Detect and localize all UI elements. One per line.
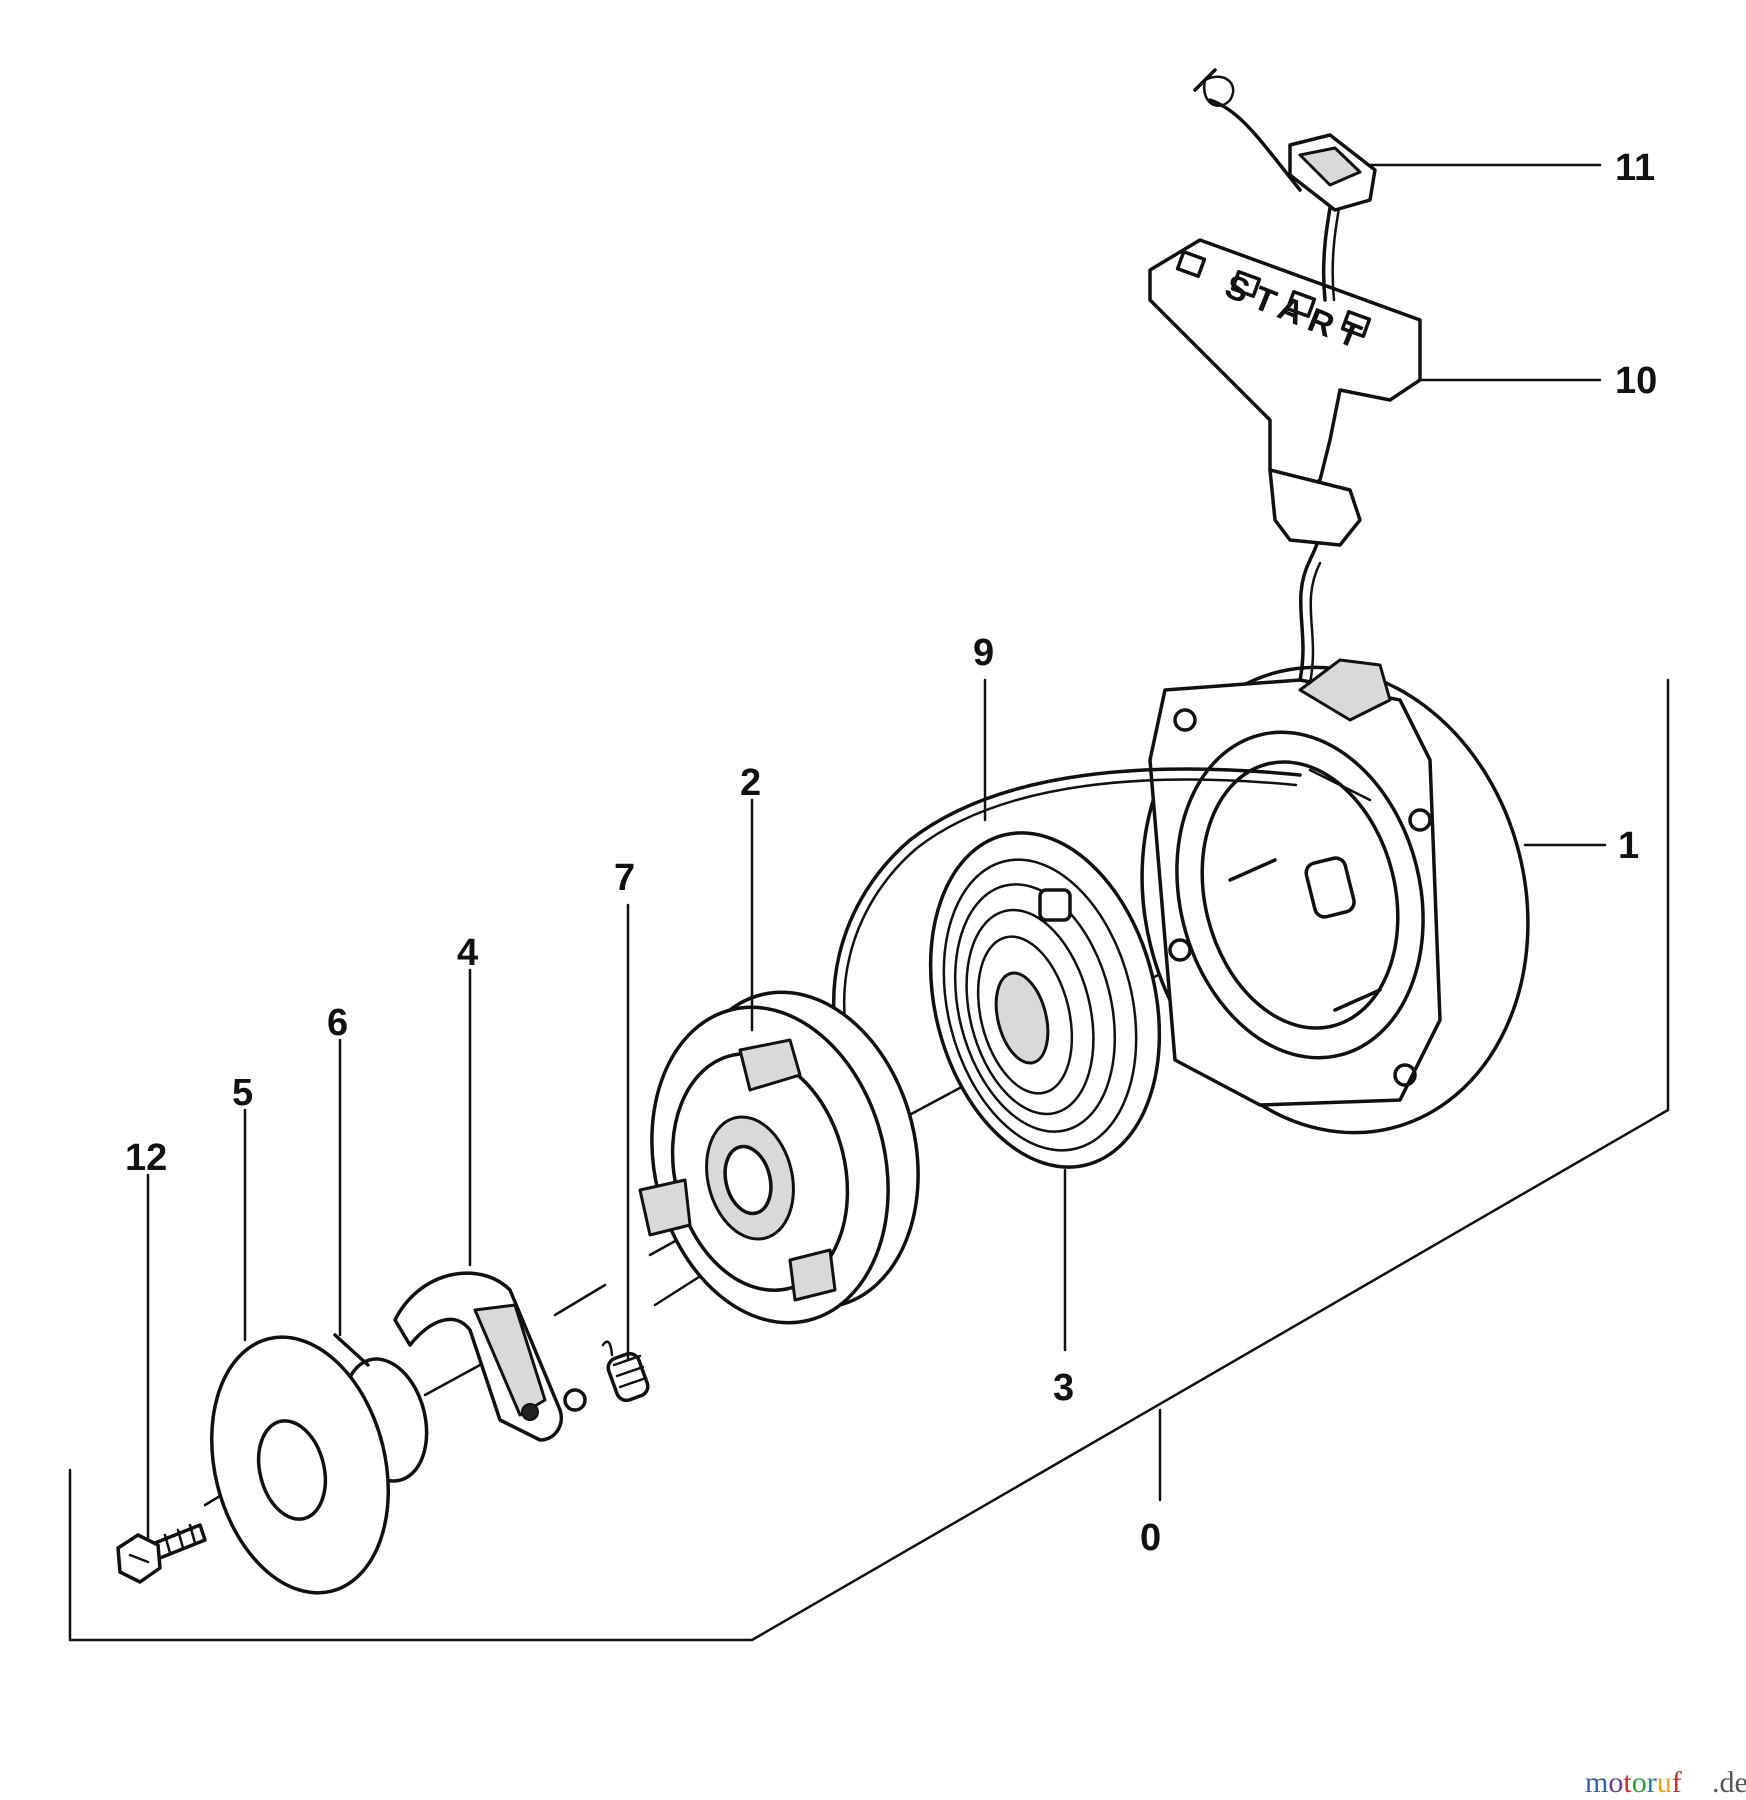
- watermark-letter: o: [1608, 1766, 1623, 1799]
- callout-3: 3: [1053, 1367, 1074, 1409]
- watermark-suffix: .de: [1712, 1766, 1746, 1799]
- screw: [116, 1523, 207, 1584]
- callout-9: 9: [973, 632, 994, 674]
- watermark-letter: f: [1672, 1766, 1682, 1799]
- starter-housing: [1140, 658, 1530, 1135]
- callout-10: 10: [1615, 360, 1657, 402]
- callout-labels: 11 10 9 1 2 7 4 6 5 12 3 0: [125, 147, 1657, 1559]
- callout-12: 12: [125, 1137, 167, 1179]
- watermark-letter: m: [1585, 1766, 1608, 1799]
- recoil-spring: [928, 831, 1162, 1169]
- watermark-letter: r: [1647, 1766, 1657, 1799]
- pawl-spring: [601, 1340, 650, 1403]
- ratchet-pawl: [393, 1271, 587, 1442]
- callout-0: 0: [1140, 1517, 1161, 1559]
- watermark: motoruf .de: [1585, 1766, 1746, 1799]
- callout-2: 2: [740, 762, 761, 804]
- watermark-text: motoruf: [1585, 1766, 1682, 1799]
- callout-5: 5: [232, 1072, 253, 1114]
- callout-6: 6: [327, 1002, 348, 1044]
- rope-clip: [1193, 68, 1377, 302]
- watermark-letter: u: [1657, 1766, 1672, 1799]
- callout-11: 11: [1615, 147, 1655, 189]
- callout-7: 7: [614, 857, 635, 899]
- assembly-bracket: [68, 678, 1670, 1642]
- watermark-letter: o: [1632, 1766, 1647, 1799]
- start-handle: START: [1148, 238, 1422, 547]
- rope-pulley: [638, 990, 920, 1325]
- callout-1: 1: [1618, 825, 1639, 867]
- watermark-letter: t: [1623, 1766, 1632, 1799]
- washer: [209, 1335, 391, 1595]
- callout-4: 4: [457, 932, 478, 974]
- leader-lines: [146, 163, 1607, 1542]
